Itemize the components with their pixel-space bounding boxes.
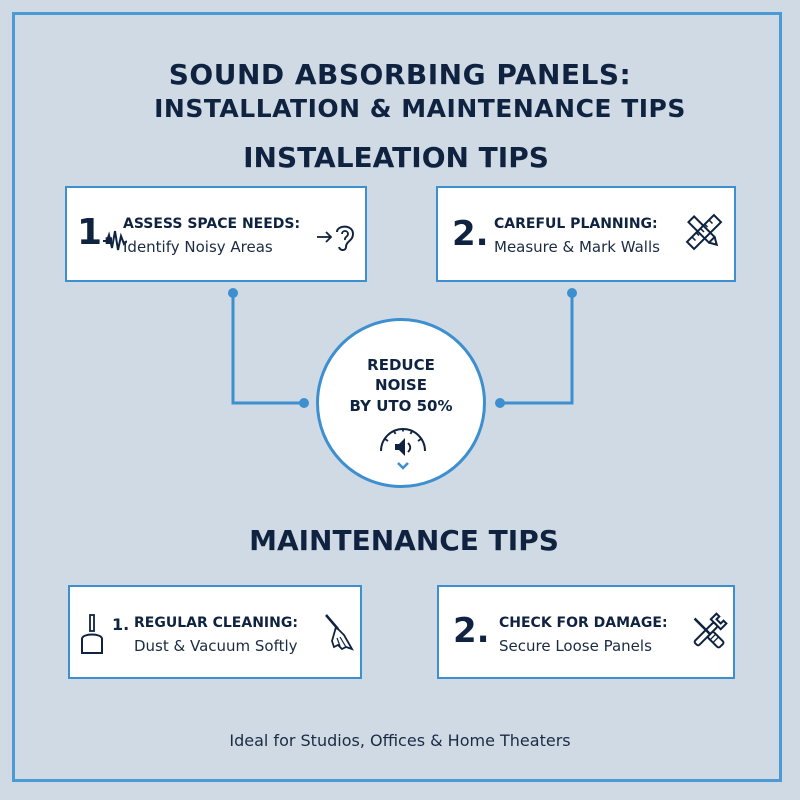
badge-line-3: BY UTO 50% bbox=[349, 397, 453, 415]
wrench-screwdriver-icon bbox=[693, 612, 728, 649]
badge-line-2: NOISE bbox=[375, 376, 427, 394]
connector-dot bbox=[567, 288, 577, 298]
tip-text: Secure Loose Panels bbox=[499, 637, 652, 655]
tip-heading: CHECK FOR DAMAGE: bbox=[499, 615, 668, 631]
brush-icon bbox=[325, 614, 354, 651]
page-frame bbox=[12, 12, 782, 782]
speaker-gauge-icon bbox=[380, 428, 426, 470]
ear-icon bbox=[317, 225, 355, 251]
tip-text: Identify Noisy Areas bbox=[123, 238, 273, 256]
tip-number: 1. bbox=[112, 615, 130, 634]
connector-left bbox=[231, 293, 304, 405]
page-title: SOUND ABSORBING PANELS: bbox=[168, 58, 632, 91]
dustpan-icon bbox=[81, 614, 103, 654]
connector-dot bbox=[299, 398, 309, 408]
tip-heading: ASSESS SPACE NEEDS: bbox=[123, 216, 301, 232]
maintenance-tip-card-2: 2. CHECK FOR DAMAGE: Secure Loose Panels bbox=[437, 585, 735, 679]
install-tip-card-1: 1. ASSESS SPACE NEEDS: Identify Noisy Ar… bbox=[65, 186, 367, 282]
tip-text: Measure & Mark Walls bbox=[494, 238, 660, 256]
maintenance-section-title: MAINTENANCE TIPS bbox=[249, 524, 559, 557]
tip-text: Dust & Vacuum Softly bbox=[134, 637, 298, 655]
maintenance-tip-card-1: 1. REGULAR CLEANING: Dust & Vacuum Softl… bbox=[68, 585, 362, 679]
tip-number: 2. bbox=[453, 611, 490, 651]
badge-line-1: REDUCE bbox=[367, 356, 435, 374]
connector-right bbox=[500, 293, 574, 405]
tip-heading: CAREFUL PLANNING: bbox=[494, 216, 658, 232]
tip-number: 2. bbox=[452, 214, 489, 254]
chevron-down-icon bbox=[397, 462, 409, 470]
footer-text: Ideal for Studios, Offices & Home Theate… bbox=[229, 731, 571, 750]
install-tip-card-2: 2. CAREFUL PLANNING: Measure & Mark Wall… bbox=[436, 186, 736, 282]
installation-section-title: INSTALEATION TIPS bbox=[243, 141, 549, 174]
ruler-pencil-icon bbox=[685, 213, 723, 251]
page-subtitle: INSTALLATION & MAINTENANCE TIPS bbox=[154, 94, 686, 123]
tip-heading: REGULAR CLEANING: bbox=[134, 615, 298, 631]
connector-dot bbox=[228, 288, 238, 298]
connector-dot bbox=[495, 398, 505, 408]
noise-reduction-badge: REDUCE NOISE BY UTO 50% bbox=[316, 318, 486, 488]
sound-wave-icon bbox=[103, 230, 127, 251]
